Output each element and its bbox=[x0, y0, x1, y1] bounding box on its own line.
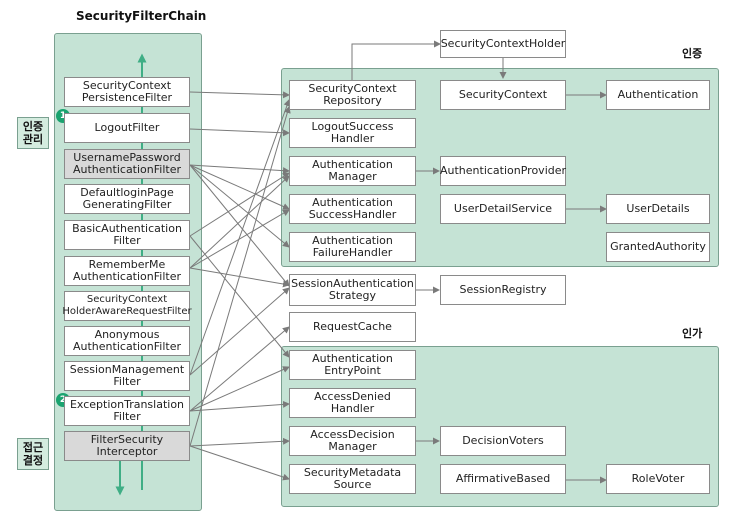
filter-session-management: SessionManagement Filter bbox=[64, 361, 190, 391]
authentication-provider: AuthenticationProvider bbox=[440, 156, 566, 186]
connector-arrow bbox=[189, 175, 290, 269]
authentication-entry-point: Authentication EntryPoint bbox=[289, 350, 416, 380]
connector-arrow bbox=[189, 235, 290, 358]
authentication-success-handler: Authentication SuccessHandler bbox=[289, 194, 416, 224]
access-decision-manager: AccessDecision Manager bbox=[289, 426, 416, 456]
filter-logout: LogoutFilter bbox=[64, 113, 190, 143]
section-label-authz: 인가 bbox=[682, 327, 703, 340]
security-context-holder: SecurityContextHolder bbox=[440, 30, 566, 58]
connector-arrow bbox=[189, 99, 291, 376]
session-registry: SessionRegistry bbox=[440, 275, 566, 305]
side-label-access-decision: 접근 결정 bbox=[17, 438, 49, 470]
security-context-repository: SecurityContext Repository bbox=[289, 80, 416, 110]
side-label-auth-manage: 인증 관리 bbox=[17, 117, 49, 149]
authentication: Authentication bbox=[606, 80, 710, 110]
user-details: UserDetails bbox=[606, 194, 710, 224]
section-label-auth: 인증 bbox=[682, 47, 703, 60]
filter-anonymous-authentication: Anonymous AuthenticationFilter bbox=[64, 326, 190, 356]
request-cache: RequestCache bbox=[289, 312, 416, 342]
user-detail-service: UserDetailService bbox=[440, 194, 566, 224]
connector-arrow bbox=[189, 164, 290, 248]
filter-basic-authentication: BasicAuthentication Filter bbox=[64, 220, 190, 250]
session-authentication-strategy: SessionAuthentication Strategy bbox=[289, 274, 416, 306]
authentication-manager: Authentication Manager bbox=[289, 156, 416, 186]
connector-arrow bbox=[189, 400, 290, 412]
connector-arrow bbox=[189, 437, 290, 447]
filter-default-login-page: DefaultloginPage GeneratingFilter bbox=[64, 184, 190, 214]
granted-authority: GrantedAuthority bbox=[606, 232, 710, 262]
connector-arrow bbox=[189, 172, 290, 237]
chain-title: SecurityFilterChain bbox=[76, 9, 207, 23]
filter-security-context-persistence: SecurityContext PersistenceFilter bbox=[64, 77, 190, 107]
connector-arrow bbox=[189, 106, 291, 447]
connector-arrow bbox=[189, 164, 290, 287]
connector-arrow bbox=[189, 128, 290, 137]
connector-arrow bbox=[189, 287, 290, 376]
decision-voters: DecisionVoters bbox=[440, 426, 566, 456]
authentication-failure-handler: Authentication FailureHandler bbox=[289, 232, 416, 262]
filter-security-interceptor: FilterSecurity Interceptor bbox=[64, 431, 190, 461]
connector-arrow bbox=[189, 164, 290, 175]
affirmative-based: AffirmativeBased bbox=[440, 464, 566, 494]
connector-arrow bbox=[189, 91, 290, 99]
connector-arrow bbox=[189, 209, 290, 269]
filter-remember-me: RememberMe AuthenticationFilter bbox=[64, 256, 190, 286]
connector-arrow bbox=[189, 366, 290, 412]
role-voter: RoleVoter bbox=[606, 464, 710, 494]
security-metadata-source: SecurityMetadata Source bbox=[289, 464, 416, 494]
filter-exception-translation: ExceptionTranslation Filter bbox=[64, 396, 190, 426]
logout-success-handler: LogoutSuccess Handler bbox=[289, 118, 416, 148]
security-context: SecurityContext bbox=[440, 80, 566, 110]
connector-arrow bbox=[189, 445, 290, 481]
filter-username-password: UsernamePassword AuthenticationFilter bbox=[64, 149, 190, 179]
connector-arrow bbox=[351, 40, 441, 80]
filter-holder-aware-request: SecurityContext HolderAwareRequestFilter bbox=[62, 291, 192, 321]
connector-arrow bbox=[189, 326, 290, 412]
connector-arrow bbox=[189, 164, 290, 210]
access-denied-handler: AccessDenied Handler bbox=[289, 388, 416, 418]
